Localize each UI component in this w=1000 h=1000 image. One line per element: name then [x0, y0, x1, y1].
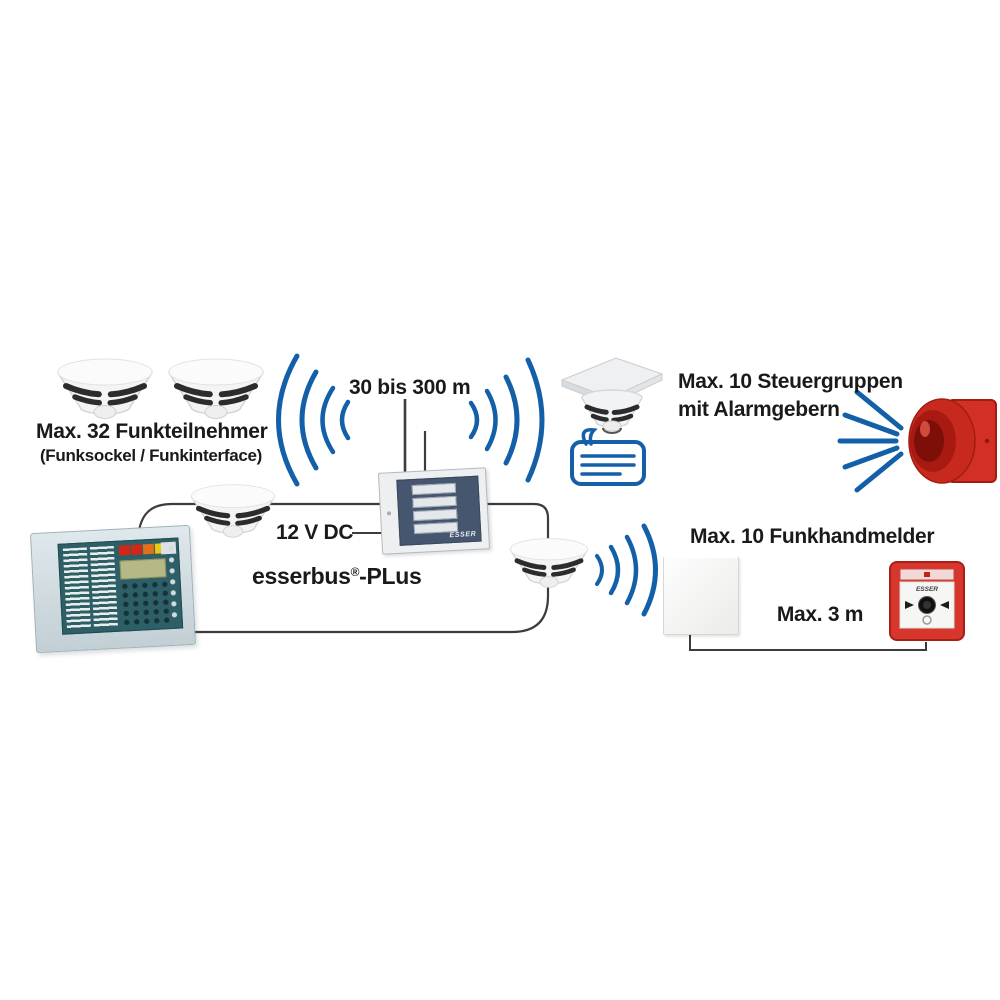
- power-label: 12 V DC: [276, 521, 354, 544]
- manual-call-point-icon: ESSER: [889, 561, 965, 641]
- distance-wire: [689, 630, 927, 651]
- keypad: [120, 580, 171, 626]
- funkhandmelder-label: Max. 10 Funkhandmelder: [690, 525, 935, 548]
- gateway-vents: [411, 482, 459, 535]
- radio-interface-box: [663, 556, 739, 635]
- sound-rays-icon: [837, 389, 904, 493]
- gateway-brand: ESSER: [449, 530, 477, 540]
- radio-waves-icon: [468, 357, 545, 483]
- alarm-indicators: [118, 543, 167, 556]
- registered-mark: ®: [350, 565, 360, 579]
- smoke-detector-icon: [509, 538, 589, 588]
- radio-waves-icon: [595, 523, 658, 617]
- led-label-strip: [62, 547, 91, 629]
- funkteilnehmer-subtitle: (Funksockel / Funkinterface): [39, 446, 263, 465]
- message-bubble-icon: [570, 428, 646, 486]
- smoke-detector-icon: [190, 484, 276, 538]
- call-point-brand: ESSER: [916, 586, 938, 593]
- lcd-display: [119, 558, 167, 580]
- bus-label: esserbus®-PLus: [252, 563, 422, 590]
- fire-alarm-panel: [29, 524, 197, 654]
- steuergruppen-label-line2: mit Alarmgebern: [678, 398, 840, 421]
- funkteilnehmer-title: Max. 32 Funkteilnehmer: [36, 420, 268, 443]
- steuergruppen-label-line1: Max. 10 Steuergruppen: [678, 370, 903, 393]
- gateway-front-panel: ESSER: [396, 475, 482, 546]
- smoke-detector-icon: [168, 358, 264, 419]
- bus-name: esserbus: [252, 563, 351, 589]
- smoke-detector-icon: [57, 358, 153, 419]
- range-label: 30 bis 300 m: [349, 376, 471, 399]
- siren-icon: [908, 398, 997, 484]
- panel-door: [57, 537, 184, 635]
- radio-waves-icon: [276, 353, 351, 487]
- ceiling-detector-icon: [560, 357, 664, 434]
- screw-icon: [386, 511, 392, 516]
- distance-label: Max. 3 m: [776, 603, 864, 626]
- led-label-strip: [89, 545, 118, 628]
- gateway-device: ESSER: [377, 467, 491, 555]
- bus-suffix: -PLus: [359, 563, 422, 589]
